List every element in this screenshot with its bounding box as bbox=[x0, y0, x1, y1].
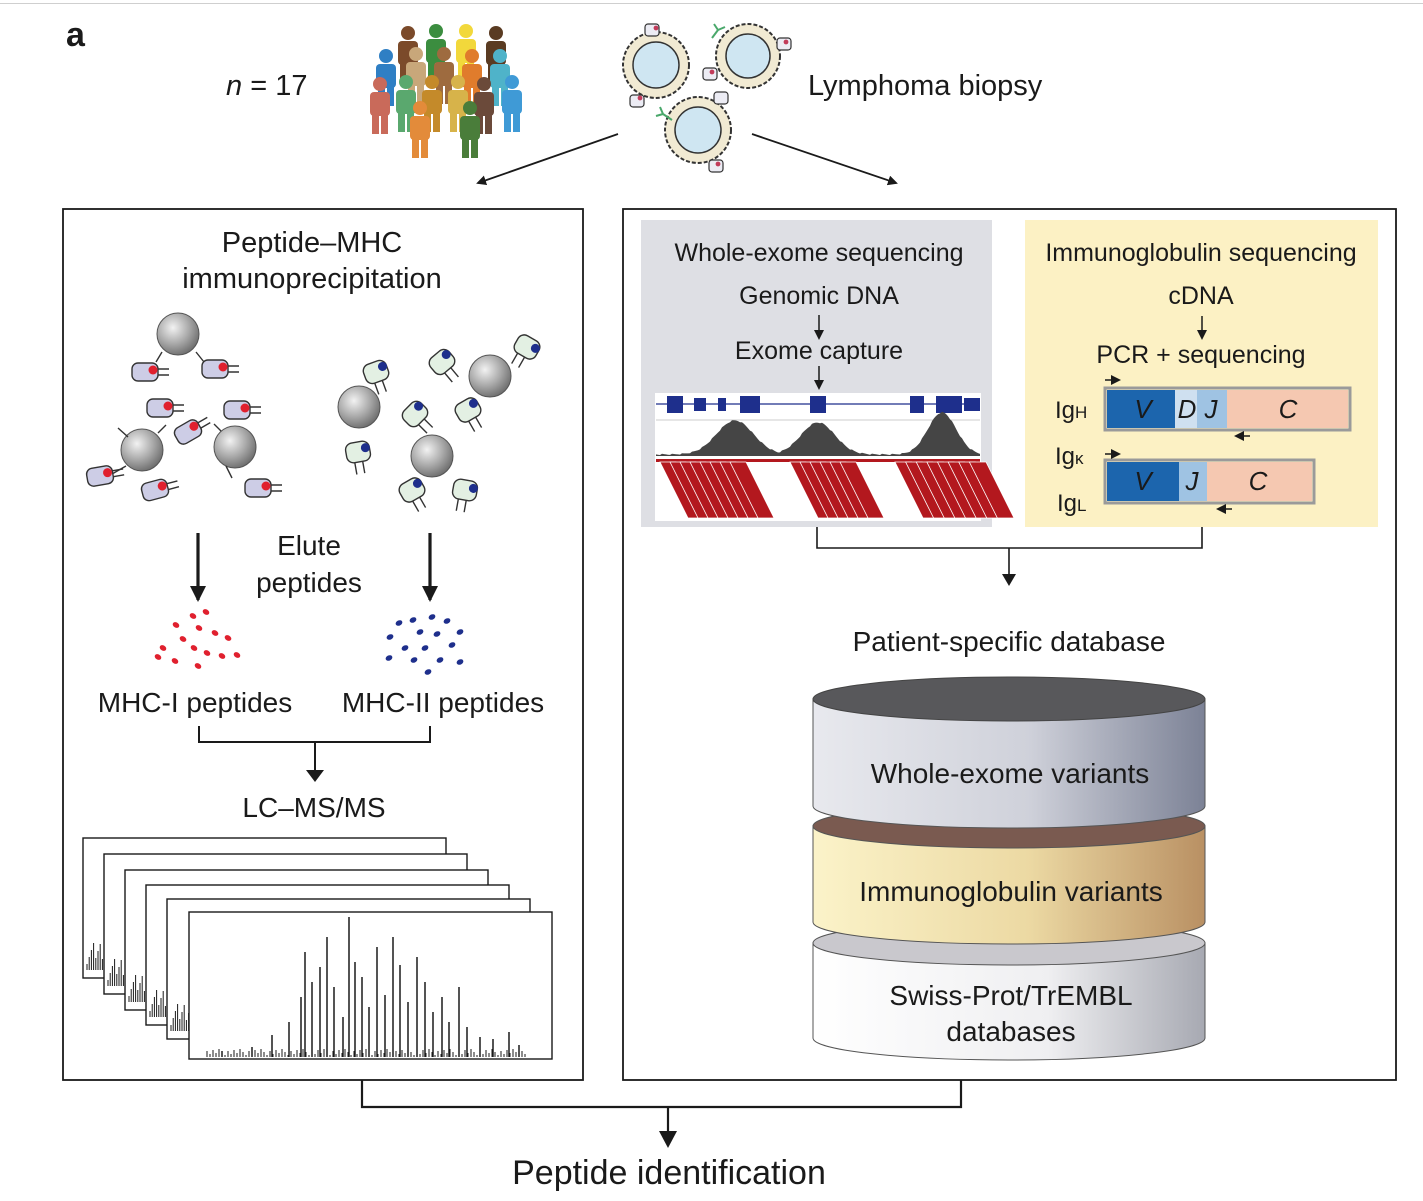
pcr-sequencing-label: PCR + sequencing bbox=[1096, 341, 1306, 369]
sequencing-box bbox=[622, 208, 1397, 1081]
mhc-ii-peptides-icon bbox=[385, 614, 464, 675]
immunoglobulin-title: Immunoglobulin sequencing bbox=[1045, 239, 1357, 267]
sequencing-merge-bracket bbox=[816, 527, 1203, 580]
lymphoma-cells-icon bbox=[622, 23, 792, 173]
immunoprecipitation-title: Peptide–MHC immunoprecipitation bbox=[182, 227, 442, 295]
lc-ms-ms-label: LC–MS/MS bbox=[242, 792, 386, 823]
light-j-segment: J bbox=[1185, 466, 1199, 496]
arrow-to-left-box bbox=[476, 133, 619, 186]
cdna-label: cDNA bbox=[1168, 282, 1234, 310]
immunoglobulin-variants-label: Immunoglobulin variants bbox=[859, 876, 1163, 907]
genomic-dna-label: Genomic DNA bbox=[739, 282, 899, 310]
patient-crowd-icon bbox=[370, 24, 522, 158]
peptide-identification-label: Peptide identification bbox=[512, 1154, 826, 1192]
swiss-prot-label: Swiss-Prot/TrEMBL databases bbox=[889, 980, 1133, 1047]
top-divider bbox=[0, 3, 1423, 4]
mhc-i-peptides-label: MHC-I peptides bbox=[97, 687, 293, 718]
mhc-class-i-beads-icon bbox=[84, 312, 283, 503]
final-merge-bracket bbox=[360, 1080, 963, 1138]
mass-spectra-stack-icon bbox=[82, 837, 553, 1060]
whole-exome-variants-label: Whole-exome variants bbox=[870, 758, 1150, 789]
light-chain-construct bbox=[1103, 458, 1316, 505]
arrow-to-right-box bbox=[751, 133, 898, 186]
light-v-segment: V bbox=[1134, 466, 1152, 496]
mhc-class-ii-beads-icon bbox=[337, 331, 544, 516]
primer-arrows bbox=[1105, 375, 1250, 514]
ig-lambda-label: IgL bbox=[1057, 490, 1087, 517]
heavy-chain-construct bbox=[1103, 386, 1352, 432]
immunoprecipitation-box bbox=[62, 208, 584, 1081]
patient-database-title: Patient-specific database bbox=[852, 626, 1166, 657]
heavy-v-segment: V bbox=[1134, 394, 1152, 424]
heavy-d-segment: D bbox=[1177, 394, 1197, 424]
exome-capture-label: Exome capture bbox=[734, 337, 904, 365]
heavy-c-segment: C bbox=[1278, 394, 1298, 424]
genome-browser-track-icon bbox=[655, 393, 1015, 521]
heavy-j-segment: J bbox=[1204, 394, 1218, 424]
ig-kappa-label: Igκ bbox=[1055, 443, 1084, 470]
mhc-i-peptides-icon bbox=[154, 609, 241, 669]
light-c-segment: C bbox=[1248, 466, 1268, 496]
lymphoma-biopsy-label: Lymphoma biopsy bbox=[808, 70, 1043, 102]
elute-peptides-label: Elute peptides bbox=[256, 530, 362, 598]
panel-letter: a bbox=[66, 16, 85, 54]
cohort-size-label: n = 17 bbox=[226, 70, 308, 102]
whole-exome-title: Whole-exome sequencing bbox=[674, 239, 964, 267]
patient-database-cylinder bbox=[812, 676, 1206, 1061]
mhc-ii-peptides-label: MHC-II peptides bbox=[341, 687, 545, 718]
ig-heavy-label: IgH bbox=[1055, 397, 1088, 424]
